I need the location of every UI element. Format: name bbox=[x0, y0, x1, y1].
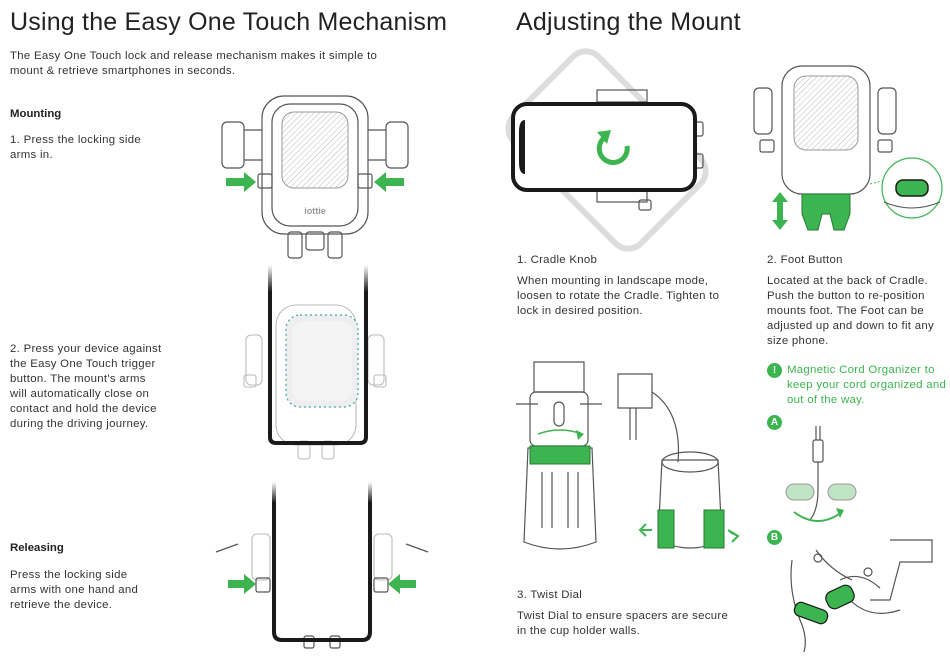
foot-button-line: adjusted up and down to fit any bbox=[767, 320, 934, 332]
cradle-knob-line: lock in desired position. bbox=[517, 305, 643, 317]
mount-release-illustration bbox=[215, 482, 429, 649]
releasing-text: Press the locking side arms with one han… bbox=[10, 568, 138, 613]
releasing-line: arms with one hand and bbox=[10, 584, 139, 596]
foot-button-line: mounts foot. The Foot can be bbox=[767, 305, 924, 317]
releasing-heading: Releasing bbox=[10, 542, 64, 554]
step2-line: during the driving journey. bbox=[10, 418, 149, 430]
mounting-step2: 2. Press your device against the Easy On… bbox=[10, 342, 162, 432]
foot-button-line: size phone. bbox=[767, 335, 829, 347]
left-intro: The Easy One Touch lock and release mech… bbox=[10, 49, 377, 79]
label-a-badge: A bbox=[767, 415, 782, 430]
foot-button-line: Push the button to re-position bbox=[767, 290, 925, 302]
right-title: Adjusting the Mount bbox=[516, 8, 741, 36]
arrow-right-icon bbox=[226, 172, 256, 192]
step1-line-1: 1. Press the locking side bbox=[10, 134, 141, 146]
arrow-left-icon bbox=[638, 523, 652, 537]
arrow-right-icon bbox=[727, 529, 740, 543]
cradle-knob-line: When mounting in landscape mode, bbox=[517, 275, 709, 287]
cradle-knob-illustration bbox=[505, 48, 709, 252]
cord-organizer-text: Magnetic Cord Organizer to keep your cor… bbox=[787, 363, 946, 408]
left-title: Using the Easy One Touch Mechanism bbox=[10, 8, 448, 36]
cradle-knob-line: loosen to rotate the Cradle. Tighten to bbox=[517, 290, 720, 302]
mounting-heading: Mounting bbox=[10, 108, 62, 120]
foot-button-heading: 2. Foot Button bbox=[767, 254, 843, 266]
arrow-right-icon bbox=[228, 574, 256, 594]
mounting-step1: 1. Press the locking side arms in. bbox=[10, 133, 141, 163]
foot-button-line: Located at the back of Cradle. bbox=[767, 275, 928, 287]
foot-button-text: Located at the back of Cradle. Push the … bbox=[767, 274, 934, 349]
label-b-badge: B bbox=[767, 530, 782, 545]
intro-line-1: The Easy One Touch lock and release mech… bbox=[10, 50, 378, 62]
arrow-left-icon bbox=[374, 172, 404, 192]
brand-mark: iottie bbox=[304, 206, 326, 216]
mount-trigger-illustration bbox=[243, 265, 387, 460]
arrow-left-icon bbox=[388, 574, 416, 594]
info-icon: ! bbox=[767, 363, 782, 378]
mount-press-arms-illustration: iottie bbox=[221, 95, 409, 259]
twist-dial-illustration bbox=[516, 361, 740, 550]
cord-organizer-line: Magnetic Cord Organizer to bbox=[787, 364, 935, 376]
twist-dial-heading: 3. Twist Dial bbox=[517, 589, 583, 601]
cradle-knob-heading: 1. Cradle Knob bbox=[517, 254, 598, 266]
cord-organizer-line: keep your cord organized and bbox=[787, 379, 947, 391]
rotate-icon bbox=[596, 130, 630, 166]
releasing-line: Press the locking side bbox=[10, 569, 128, 581]
foot-button-illustration bbox=[753, 65, 943, 231]
intro-line-2: mount & retrieve smartphones in seconds. bbox=[10, 65, 236, 77]
step2-line: will automatically close on bbox=[10, 388, 150, 400]
cord-organizer-illustration bbox=[785, 426, 933, 653]
step1-line-2: arms in. bbox=[10, 149, 53, 161]
releasing-line: retrieve the device. bbox=[10, 599, 113, 611]
twist-dial-line: Twist Dial to ensure spacers are secure bbox=[517, 610, 729, 622]
step2-line: 2. Press your device against bbox=[10, 343, 162, 355]
cradle-knob-text: When mounting in landscape mode, loosen … bbox=[517, 274, 719, 319]
cord-organizer-line: out of the way. bbox=[787, 394, 865, 406]
step2-line: contact and hold the device bbox=[10, 403, 157, 415]
step2-line: the Easy One Touch trigger bbox=[10, 358, 156, 370]
twist-dial-text: Twist Dial to ensure spacers are secure … bbox=[517, 609, 728, 639]
twist-dial-line: in the cup holder walls. bbox=[517, 625, 641, 637]
step2-line: button. The mount's arms bbox=[10, 373, 146, 385]
foot-shape bbox=[801, 193, 851, 231]
up-down-arrow-icon bbox=[772, 192, 788, 230]
